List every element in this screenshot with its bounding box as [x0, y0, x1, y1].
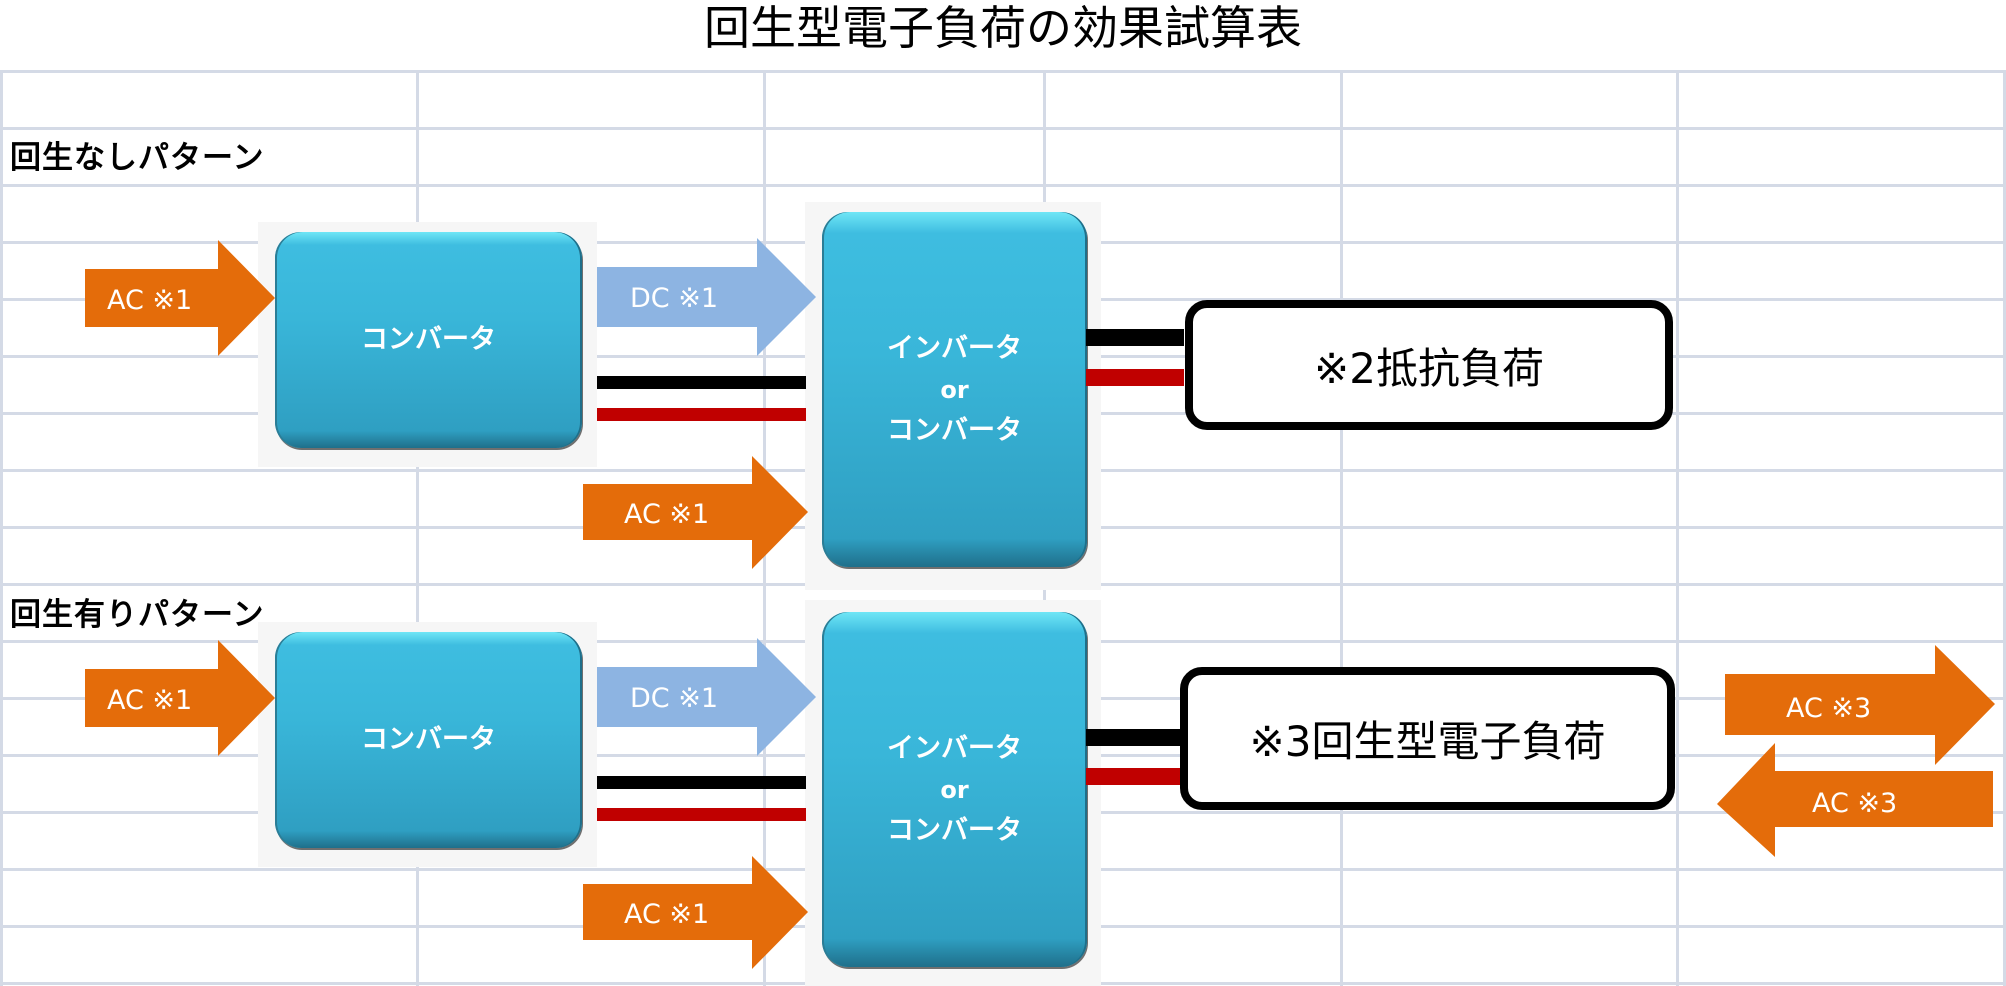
- inverter-block[interactable]: インバータ or コンバータ: [822, 612, 1087, 967]
- inverter-label-line1: インバータ: [887, 732, 1022, 764]
- gridline-row: [0, 184, 2006, 187]
- load-negative-wire: [1086, 729, 1184, 746]
- dc-arrow: [597, 238, 816, 356]
- dc-arrow-label: DC ※1: [630, 283, 719, 314]
- ac-bypass-arrow-label: AC ※1: [624, 899, 710, 930]
- converter-label: コンバータ: [361, 724, 496, 755]
- section-label-no-regen: 回生なしパターン: [10, 140, 265, 176]
- gridline-row: [0, 70, 2006, 73]
- regen-output-arrow-label: AC ※3: [1786, 693, 1872, 724]
- gridline-row: [0, 127, 2006, 130]
- inverter-label-line2: コンバータ: [887, 814, 1022, 846]
- load-positive-wire: [1086, 768, 1184, 785]
- dc-arrow-label: DC ※1: [630, 683, 719, 714]
- ac-bypass-arrow: [583, 456, 808, 569]
- ac-bypass-arrow-label: AC ※1: [624, 499, 710, 530]
- inverter-label-or: or: [940, 375, 969, 404]
- ac-input-arrow-label: AC ※1: [107, 685, 193, 716]
- page-title: 回生型電子負荷の効果試算表: [704, 1, 1302, 55]
- inverter-label-line1: インバータ: [887, 332, 1022, 364]
- dc-positive-wire: [597, 408, 806, 421]
- regenerative-load-box[interactable]: ※3回生型電子負荷: [1180, 667, 1675, 810]
- inverter-label-line2: コンバータ: [887, 414, 1022, 446]
- inverter-label-or: or: [940, 775, 969, 804]
- inverter-block[interactable]: インバータ or コンバータ: [822, 212, 1087, 567]
- ac-bypass-arrow: [583, 856, 808, 969]
- load-negative-wire: [1086, 329, 1184, 346]
- regen-input-arrow-label: AC ※3: [1812, 788, 1898, 819]
- dc-positive-wire: [597, 808, 806, 821]
- regenerative-load-label: ※3回生型電子負荷: [1249, 717, 1606, 766]
- converter-label: コンバータ: [361, 324, 496, 355]
- dc-negative-wire: [597, 376, 806, 389]
- gridline-col: [0, 71, 3, 986]
- section-label-regen: 回生有りパターン: [10, 597, 265, 633]
- gridline-col: [1340, 71, 1343, 986]
- regen-input-arrow: [1717, 743, 1993, 857]
- regen-output-arrow: [1725, 645, 1995, 765]
- gridline-col: [2003, 71, 2006, 986]
- ac-input-arrow: [85, 640, 275, 756]
- dc-negative-wire: [597, 776, 806, 789]
- ac-input-arrow-label: AC ※1: [107, 285, 193, 316]
- gridline-col: [416, 71, 419, 986]
- converter-block[interactable]: コンバータ: [275, 232, 582, 448]
- ac-input-arrow: [85, 240, 275, 356]
- resistive-load-box[interactable]: ※2抵抗負荷: [1185, 300, 1673, 430]
- dc-arrow: [597, 638, 816, 756]
- gridline-col: [1676, 71, 1679, 986]
- resistive-load-label: ※2抵抗負荷: [1314, 343, 1544, 393]
- converter-block[interactable]: コンバータ: [275, 632, 582, 848]
- load-positive-wire: [1086, 369, 1184, 386]
